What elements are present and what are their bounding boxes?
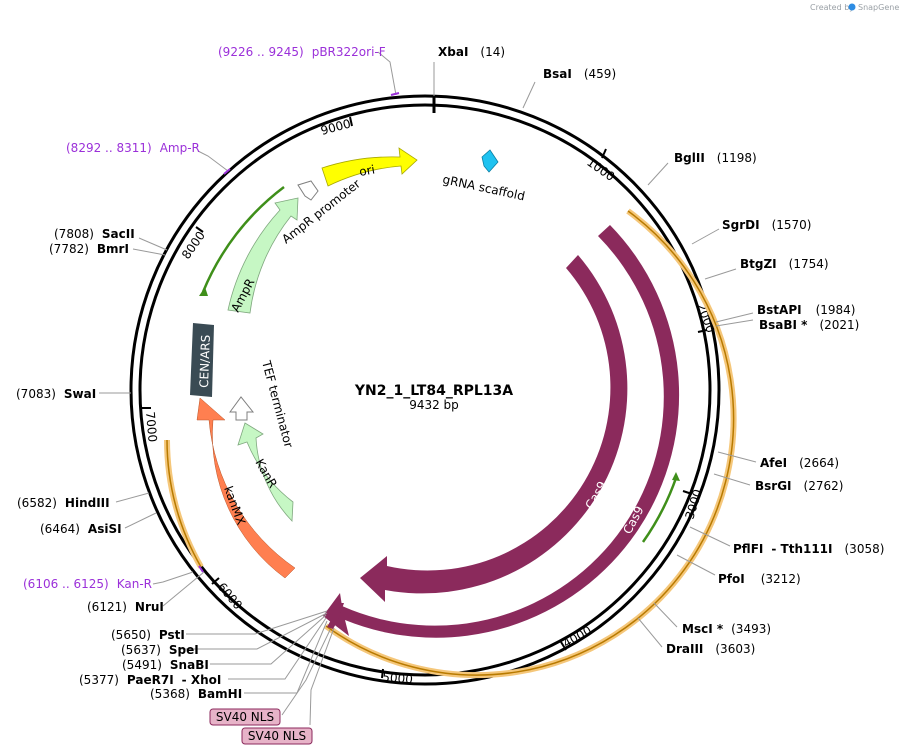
kanmx-label: kanMX — [221, 484, 248, 527]
credit-brand: SnapGene — [858, 3, 899, 12]
kan-orf-line — [166, 439, 202, 568]
primer-amp-r: (8292 .. 8311)Amp-R — [66, 141, 200, 155]
ori-arrow[interactable] — [321, 147, 418, 187]
nls-mark-2 — [327, 620, 337, 629]
enzyme-afei: AfeI(2664) — [760, 456, 839, 470]
sv40-nls-box-2[interactable] — [241, 727, 313, 745]
enzyme-snabi: (5491)SnaBI — [122, 658, 209, 672]
backbone-outer — [129, 94, 721, 686]
enzyme-msci: MscI *(3493) — [682, 622, 771, 636]
enzyme-hindiii: (6582)HindIII — [17, 496, 110, 510]
green-orf-arrow-icon — [672, 472, 680, 481]
enzyme-psti: (5650)PstI — [111, 628, 185, 642]
tef-terminator-arrow[interactable] — [229, 396, 255, 421]
enzyme-bstapi: BstAPI(1984) — [757, 303, 855, 317]
ori-label: ori — [358, 162, 376, 178]
nls-mark-1 — [331, 603, 344, 620]
enzyme-asisi: (6464)AsiSI — [40, 522, 122, 536]
enzyme-draiii: DraIII(3603) — [666, 642, 755, 656]
kan-orf-highlight — [164, 439, 204, 569]
enzyme-xbai: XbaI(14) — [438, 45, 505, 59]
cen-ars-label: CEN/ARS — [197, 334, 213, 388]
cas9-orf-line — [325, 210, 735, 676]
kanr-label: KanR — [252, 457, 280, 491]
credit-prefix: Created by — [810, 3, 854, 12]
plasmid-size: 9432 bp — [409, 398, 459, 412]
tef-terminator-label: TEF terminator — [259, 358, 296, 449]
ampr-arrow[interactable] — [227, 197, 299, 314]
enzyme-nrui: (6121)NruI — [87, 600, 164, 614]
primer-pbr322ori-f: (9226 .. 9245)pBR322ori-F — [218, 45, 386, 59]
primer-marks — [152, 51, 400, 585]
enzyme-sgrdi: SgrDI(1570) — [722, 218, 811, 232]
grna-scaffold-arrow[interactable] — [481, 149, 499, 173]
tick-label-8000: 8000 — [179, 229, 208, 262]
enzyme-bamhi: (5368)BamHI — [150, 687, 242, 701]
cen-ars-block[interactable] — [190, 323, 214, 397]
cas9-inner-arrow[interactable] — [360, 255, 628, 602]
sv40-nls-label-1: SV40 NLS — [216, 710, 274, 724]
enzyme-bsabi: BsaBI *(2021) — [759, 318, 859, 332]
enzyme-swai: (7083)SwaI — [16, 387, 96, 401]
enzyme-spei: (5637)SpeI — [121, 643, 199, 657]
tick-label-1000: 1000 — [584, 155, 617, 184]
green-orf-line — [641, 477, 678, 543]
primer-kan-r: (6106 .. 6125)Kan-R — [23, 577, 152, 591]
snapgene-logo-icon — [848, 3, 856, 11]
sv40-nls-box-1[interactable] — [209, 708, 281, 726]
tick-label-7000: 7000 — [143, 411, 160, 443]
kanmx-arrow[interactable] — [196, 397, 296, 579]
enzyme-paer7i: (5377)PaeR7I- XhoI — [79, 673, 221, 687]
sv40-nls-label-2: SV40 NLS — [248, 729, 306, 743]
enzyme-bsai: BsaI(459) — [543, 67, 616, 81]
ampr-orf-line — [201, 186, 285, 293]
enzyme-leaders — [99, 62, 757, 726]
plasmid-name: YN2_1_LT84_RPL13A — [354, 383, 513, 399]
tick-label-9000: 9000 — [319, 116, 352, 137]
backbone-inner — [138, 103, 712, 677]
enzyme-bmri: (7782)BmrI — [49, 242, 129, 256]
enzyme-btgzi: BtgZI(1754) — [740, 257, 829, 271]
tick-label-5000: 5000 — [382, 670, 414, 687]
enzyme-pflfi: PflFI- Tth111I(3058) — [733, 542, 884, 556]
enzyme-pfoi: PfoI(3212) — [718, 572, 801, 586]
grna-scaffold-label: gRNA scaffold — [441, 172, 526, 203]
enzyme-bsrgi: BsrGI(2762) — [755, 479, 843, 493]
enzyme-bglii: BglII(1198) — [674, 151, 757, 165]
ampr-orf-arrow-icon — [199, 287, 208, 296]
ampr-promoter-arrow[interactable] — [297, 180, 319, 201]
kanr-arrow[interactable] — [237, 422, 294, 522]
enzyme-sacii: (7808)SacII — [54, 227, 135, 241]
